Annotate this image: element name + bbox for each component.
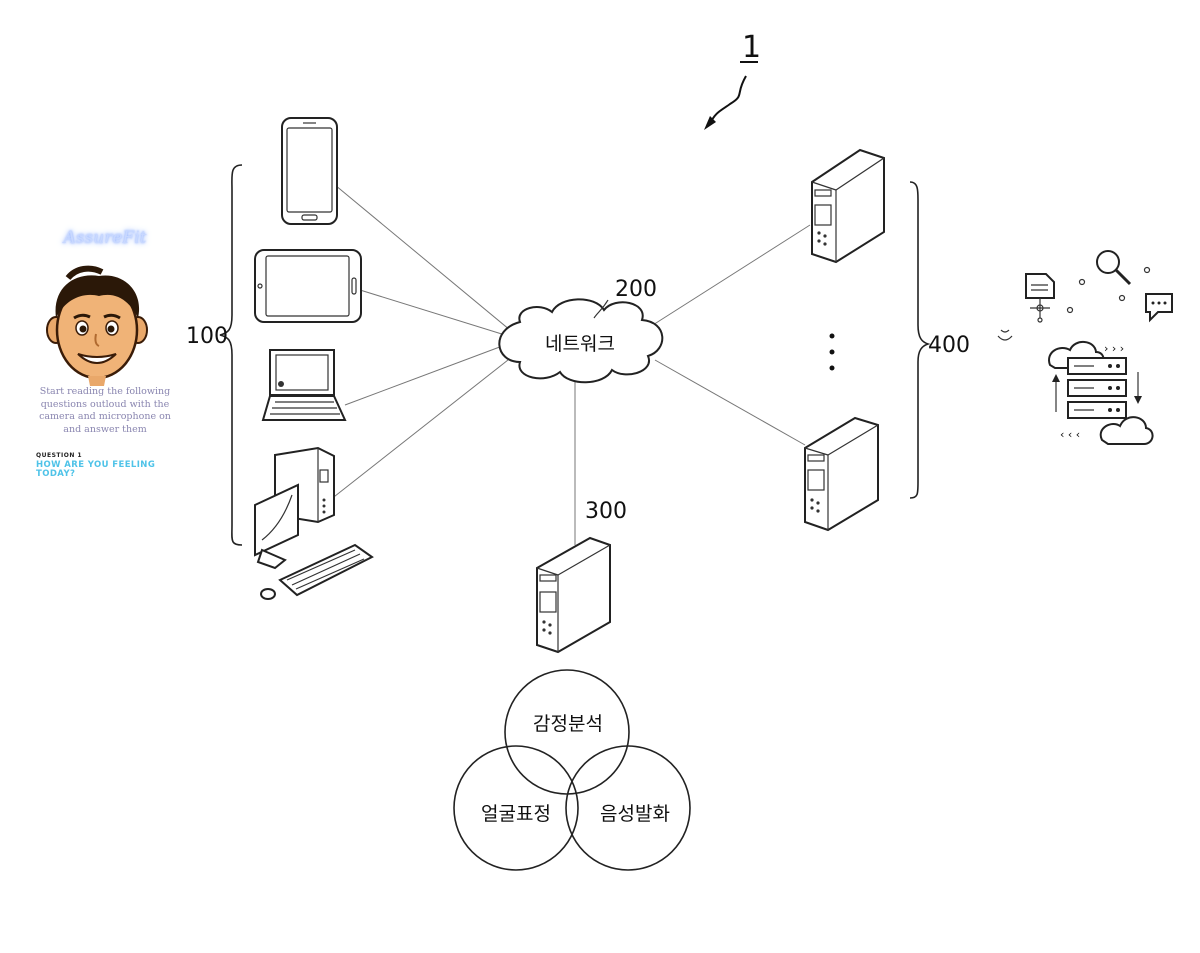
search-icon (1097, 251, 1130, 284)
figure-ref: 1 (704, 30, 761, 130)
server-bottom-icon (805, 418, 878, 530)
instruction-text: Start reading the following questions ou… (38, 386, 172, 436)
wifi-icon (998, 330, 1012, 340)
desktop-computer-icon (255, 448, 372, 599)
analysis-server-label: 300 (585, 499, 627, 524)
avatar (44, 258, 150, 398)
server-group-brace: 400 (910, 182, 970, 498)
ellipsis-dots (830, 334, 835, 371)
network-cloud: 네트워크 200 (499, 277, 662, 382)
venn-label-emotion-analysis: 감정분석 (533, 713, 603, 735)
cloud-icon-bottom (1101, 417, 1153, 444)
server-top-icon (812, 150, 884, 262)
venn-label-facial-expression: 얼굴표정 (481, 803, 551, 825)
cloud-server-illustration: › › › ‹ ‹ ‹ (998, 251, 1172, 444)
laptop-icon (263, 350, 345, 420)
figure-arrow (710, 76, 746, 124)
document-icon (1026, 274, 1054, 322)
tablet-icon (255, 250, 361, 322)
decorative-dots (1068, 268, 1150, 313)
venn-diagram: 감정분석 얼굴표정 음성발화 (454, 670, 690, 870)
network-label: 네트워크 (545, 333, 615, 355)
question-text: HOW ARE YOU FEELING TODAY? (36, 461, 176, 479)
network-ref-label: 200 (615, 277, 657, 302)
servers-label: 400 (928, 333, 970, 358)
smartphone-icon (282, 118, 337, 224)
server-rack-icon (1068, 358, 1126, 418)
link-server-top (645, 225, 810, 330)
svg-text:› › ›: › › › (1104, 342, 1124, 355)
app-screen-panel: AssureFit Start reading the following qu… (30, 220, 180, 490)
app-logo: AssureFit (30, 228, 180, 248)
link-tablet (360, 290, 505, 335)
link-desktop (330, 360, 508, 500)
question-number-label: QUESTION 1 (36, 452, 82, 459)
chat-bubble-icon (1146, 294, 1172, 320)
link-server-bottom (655, 360, 805, 445)
analysis-server-icon: 300 (537, 499, 627, 652)
svg-text:‹ ‹ ‹: ‹ ‹ ‹ (1060, 428, 1080, 441)
link-laptop (345, 345, 505, 405)
clients-label: 100 (186, 324, 228, 349)
venn-label-voice-speech: 음성발화 (600, 803, 670, 825)
figure-number: 1 (742, 30, 761, 65)
client-group-brace: 100 (186, 165, 242, 545)
